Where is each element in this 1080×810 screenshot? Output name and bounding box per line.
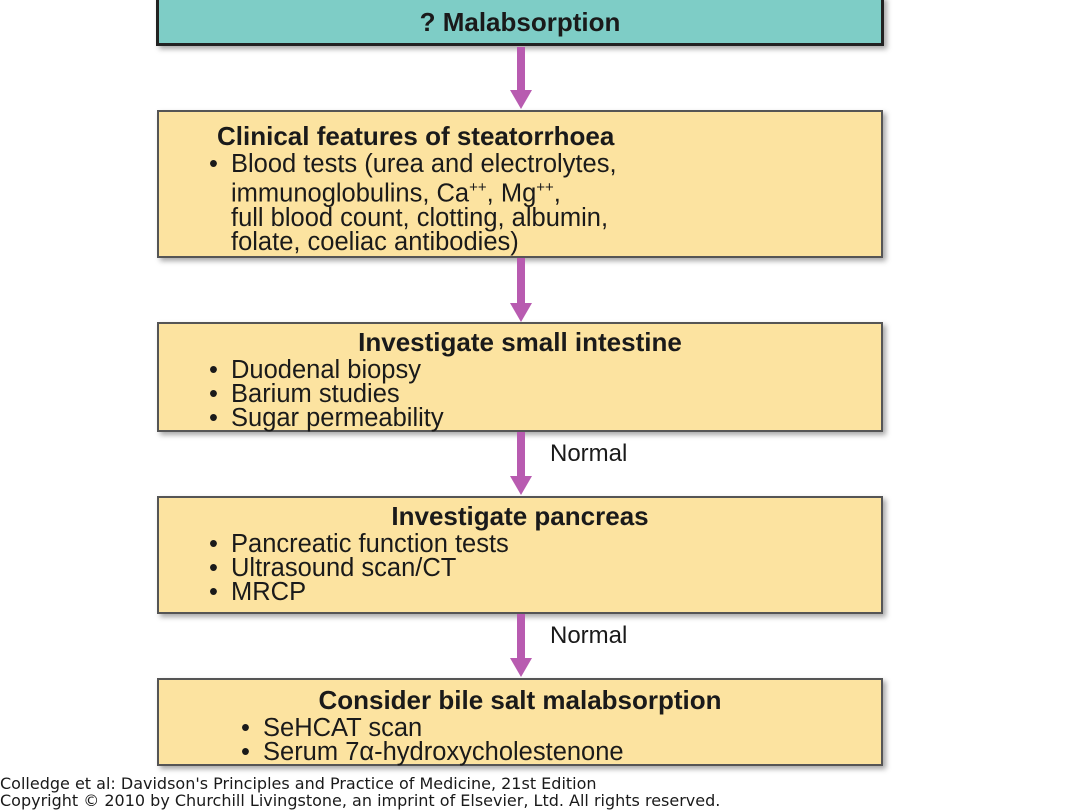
edge-label-normal: Normal <box>550 440 628 467</box>
bile-salt-title: Consider bile salt malabsorption <box>318 685 722 715</box>
blood-tests-line-2: immunoglobulins, Ca++, Mg++, <box>231 179 561 208</box>
list-item: SeHCAT scan <box>241 715 881 741</box>
list-item: Sugar permeability <box>209 405 881 431</box>
bile-salt-box: Consider bile salt malabsorption SeHCAT … <box>157 678 883 766</box>
steatorrhoea-box: Clinical features of steatorrhoea Blood … <box>157 110 883 258</box>
blood-tests-item: Blood tests (urea and electrolytes, <box>209 151 881 177</box>
citation-line: Colledge et al: Davidson's Principles an… <box>0 774 597 793</box>
malabsorption-box: ? Malabsorption <box>156 0 884 46</box>
blood-tests-line-3: full blood count, clotting, albumin, <box>231 203 609 232</box>
list-item: Pancreatic function tests <box>209 531 881 557</box>
arrow-2 <box>510 258 532 322</box>
small-intestine-box: Investigate small intestine Duodenal bio… <box>157 322 883 432</box>
edge-label-normal: Normal <box>550 622 628 649</box>
pancreas-title: Investigate pancreas <box>391 501 649 531</box>
steatorrhoea-title: Clinical features of steatorrhoea <box>217 121 615 151</box>
malabsorption-title: ? Malabsorption <box>419 7 621 37</box>
list-item: Barium studies <box>209 381 881 407</box>
copyright-line: Copyright © 2010 by Churchill Livingston… <box>0 791 721 810</box>
arrow-4 <box>510 614 532 677</box>
pancreas-box: Investigate pancreas Pancreatic function… <box>157 496 883 614</box>
list-item: MRCP <box>209 579 881 605</box>
small-intestine-title: Investigate small intestine <box>358 327 682 357</box>
arrow-3 <box>510 432 532 495</box>
list-item: Serum 7α-hydroxycholestenone <box>241 739 881 765</box>
list-item: Ultrasound scan/CT <box>209 555 881 581</box>
blood-tests-line-4: folate, coeliac antibodies) <box>231 227 519 256</box>
list-item: Duodenal biopsy <box>209 357 881 383</box>
arrow-1 <box>510 47 532 109</box>
